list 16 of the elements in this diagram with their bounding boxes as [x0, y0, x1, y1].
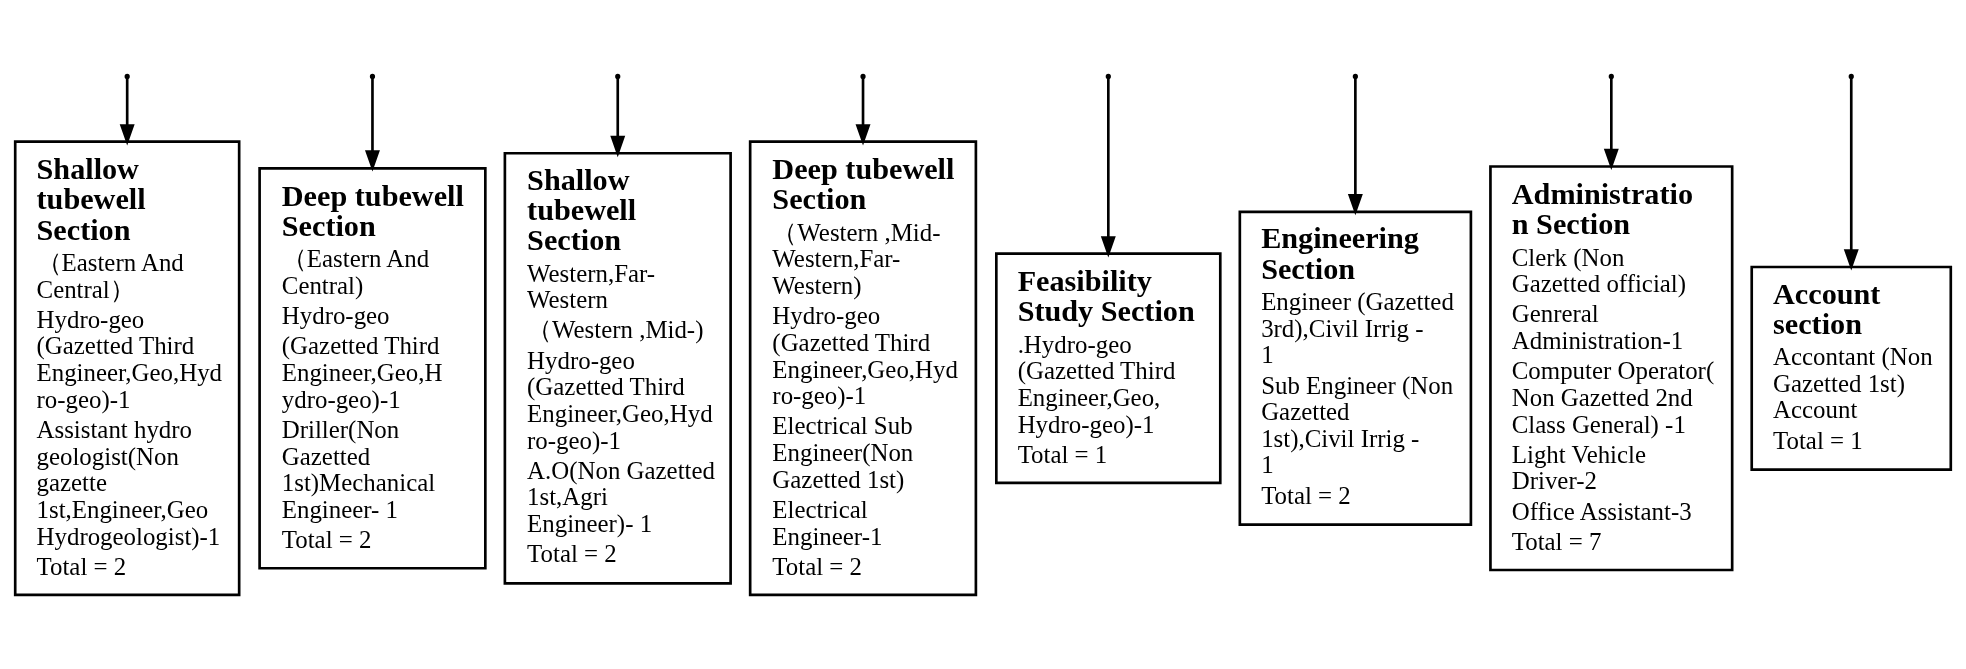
arrow: [855, 77, 871, 146]
arrow: [119, 77, 135, 146]
node-box: Deep tubewell Section （Western ,Mid- Western,Far- Western) Hydro-geo (Gazetted Third Engineer,Geo,Hyd ro-geo)-1 Electrical Sub Engineer(Non Gazetted 1st) Electrical Engineer-1 Total = 2: [748, 139, 978, 596]
arrow: [1843, 77, 1859, 270]
node-box: Administratio n Section Clerk (Non Gazetted official) Genreral Administration-1 Computer Operator( Non Gazetted 2nd Class General) -1 Light Vehicle Driver-2 Office Assistant-3 Total = 7: [1489, 164, 1734, 571]
node-box: Shallow tubewell Section Western,Far- Western （Western ,Mid-) Hydro-geo (Gazetted Third Engineer,Geo,Hyd ro-geo)-1 A.O(Non Gazetted 1st,Agri Engineer)- 1 Total = 2: [503, 151, 732, 585]
arrow: [1100, 77, 1116, 258]
arrow: [1603, 77, 1619, 170]
arrow: [610, 77, 626, 157]
node-box: Deep tubewell Section （Eastern And Central) Hydro-geo (Gazetted Third Engineer,Geo,H ydro-geo)-1 Driller(Non Gazetted 1st)Mechanical Engineer- 1 Total = 2: [258, 166, 487, 570]
node-box: Engineering Section Engineer (Gazetted 3rd),Civil Irrig - 1 Sub Engineer (Non Gazetted 1st),Civil Irrig - 1 Total = 2: [1238, 210, 1473, 526]
node-box: Shallow tubewell Section （Eastern And Central） Hydro-geo (Gazetted Third Engineer,Geo,Hyd ro-geo)-1 Assistant hydro geologist(Non gazette 1st,Engineer,Geo Hydrogeologist)-1 Total = 2: [13, 139, 241, 596]
arrow: [1347, 77, 1363, 215]
node-box: Feasibility Study Section .Hydro-geo (Gazetted Third Engineer,Geo, Hydro-geo)-1 Total = 1: [995, 251, 1222, 484]
node-box: Account section Accontant (Non Gazetted 1st) Account Total = 1: [1750, 265, 1953, 471]
arrow: [365, 77, 380, 172]
